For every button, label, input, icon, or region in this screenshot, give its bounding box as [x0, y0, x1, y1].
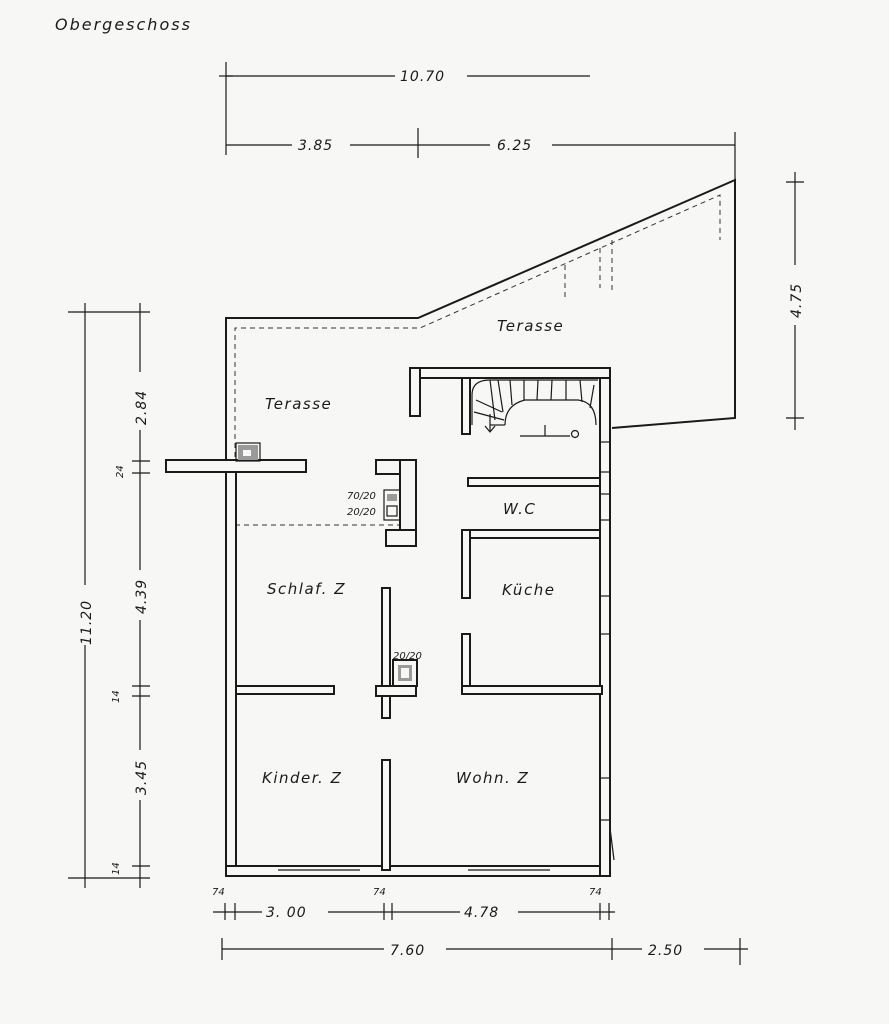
dim-top-right: 6.25 — [497, 138, 532, 154]
dim-left-2: 24 — [115, 465, 126, 478]
top-dimension-lines — [219, 62, 736, 180]
dim-top-left: 3.85 — [298, 138, 333, 154]
dim-bottom-extra: 2.50 — [648, 943, 683, 959]
plan-title: Obergeschoss — [55, 15, 192, 34]
room-children: Kinder. Z — [262, 769, 342, 787]
dim-left-3: 4.39 — [134, 579, 150, 614]
room-wc: W.C — [503, 500, 536, 518]
staircase — [471, 379, 598, 439]
terrace-outline — [225, 178, 736, 870]
room-living: Wohn. Z — [456, 769, 529, 787]
dim-left-5: 3.45 — [134, 760, 150, 795]
room-terrace-upper: Terasse — [497, 317, 564, 335]
dim-bottom-wall-2: 74 — [373, 887, 386, 898]
dim-bottom-wall-1: 74 — [212, 887, 225, 898]
room-bedroom: Schlaf. Z — [267, 580, 346, 598]
dim-top-total: 10.70 — [400, 69, 445, 85]
dim-bottom-room-1: 3. 00 — [266, 905, 307, 921]
chimney-left — [235, 442, 261, 462]
dim-left-4: 14 — [111, 690, 122, 703]
chimney-label-middle: 20/20 — [393, 651, 422, 662]
chimney-top — [383, 489, 401, 521]
dim-left-1: 2.84 — [134, 390, 150, 425]
chimney-middle — [392, 659, 418, 687]
dim-left-total: 11.20 — [79, 600, 95, 645]
dim-left-6: 14 — [111, 862, 122, 875]
chimney-label-top-b: 20/20 — [347, 507, 376, 518]
dim-bottom-room-2: 4.78 — [464, 905, 499, 921]
room-kitchen: Küche — [502, 581, 555, 599]
dim-bottom-total: 7.60 — [390, 943, 425, 959]
room-terrace-left: Terasse — [265, 395, 332, 413]
dim-bottom-wall-3: 74 — [589, 887, 602, 898]
chimney-label-top-a: 70/20 — [347, 491, 376, 502]
right-windows — [600, 441, 615, 861]
dim-right-side: 4.75 — [789, 283, 805, 318]
house-walls — [165, 367, 611, 877]
